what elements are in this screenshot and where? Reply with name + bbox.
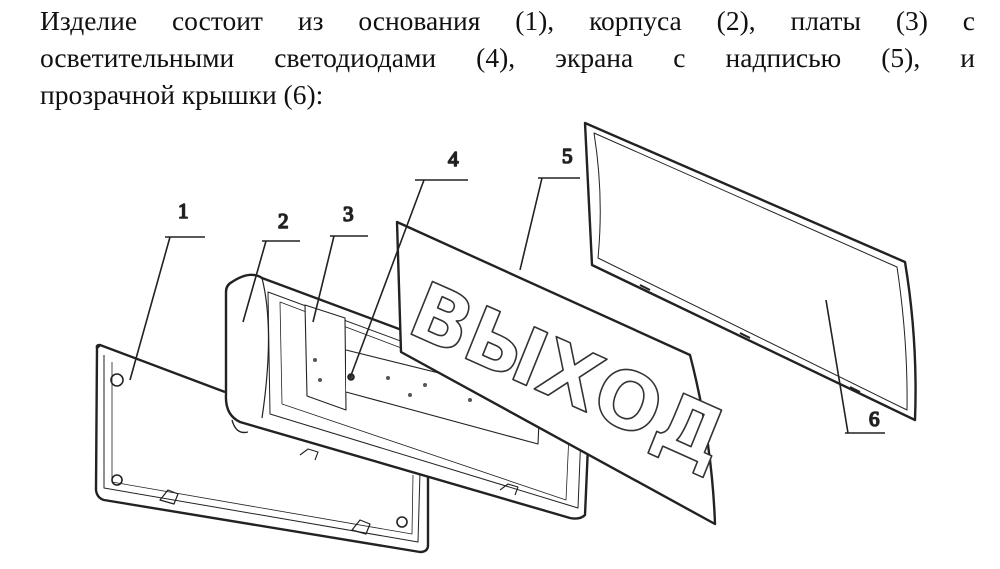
description-paragraph: Изделие состоит из основания (1), корпус…: [40, 2, 975, 113]
callout-label-2: 2: [278, 209, 289, 233]
callout-label-6: 6: [869, 407, 880, 431]
callout-label-4: 4: [448, 147, 459, 171]
paragraph-line: Изделие состоит из основания (1), корпус…: [40, 5, 975, 36]
paragraph-line: осветительными светодиодами (4), экрана …: [40, 42, 975, 73]
callouts: [129, 177, 885, 434]
paragraph-line: прозрачной крышки (6):: [40, 79, 324, 110]
base-part: [94, 343, 430, 554]
housing-part: [224, 273, 592, 520]
callout-label-3: 3: [343, 202, 354, 226]
callout-label-5: 5: [562, 144, 573, 168]
callout-label-1: 1: [178, 199, 189, 223]
